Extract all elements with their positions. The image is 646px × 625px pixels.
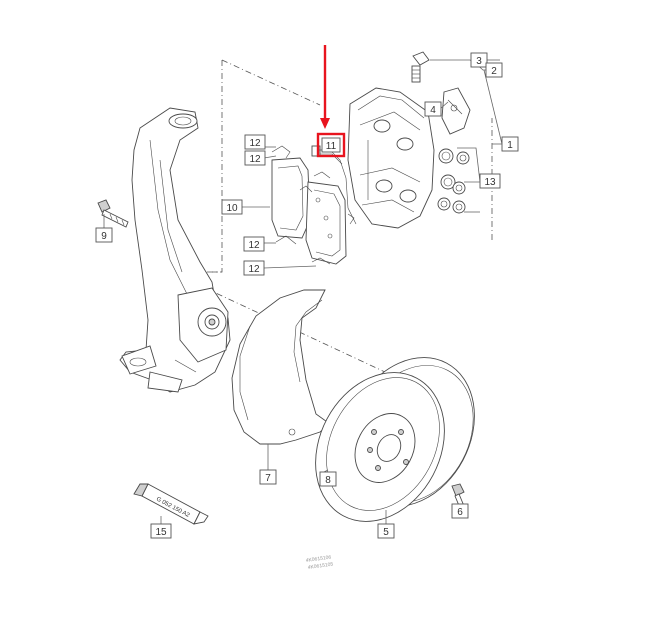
steering-knuckle [119, 107, 231, 393]
svg-text:15: 15 [155, 527, 167, 538]
callout-10: 10 [221, 199, 243, 215]
pad-spring-clips [271, 145, 355, 265]
svg-text:4: 4 [430, 105, 436, 116]
brake-caliper [347, 87, 435, 229]
svg-text:3: 3 [476, 56, 482, 67]
callout-12-c: 12 [243, 236, 265, 252]
watermark: 4K0615106 4K0615105 [305, 554, 333, 571]
svg-text:2: 2 [491, 66, 497, 77]
callout-12-a: 12 [244, 134, 266, 150]
callout-5: 5 [377, 523, 395, 539]
callout-11: 11 [321, 137, 341, 153]
watermark-line-2: 4K0615105 [307, 561, 333, 571]
svg-text:1: 1 [507, 140, 513, 151]
callout-1: 1 [501, 136, 519, 152]
svg-text:5: 5 [383, 527, 389, 538]
brake-disc [315, 357, 475, 522]
callout-15: 15 [150, 523, 172, 539]
svg-text:6: 6 [457, 507, 463, 518]
highlight-callout-11 [316, 132, 346, 158]
callout-7: 7 [259, 469, 277, 485]
svg-text:12: 12 [249, 138, 261, 149]
bleeder-screw [411, 51, 430, 83]
svg-text:12: 12 [248, 240, 260, 251]
arrow-down-icon [320, 45, 330, 129]
svg-text:10: 10 [226, 203, 238, 214]
caliper-bracket-4 [441, 87, 471, 135]
callout-4: 4 [424, 101, 442, 117]
svg-text:7: 7 [265, 473, 271, 484]
callout-8: 8 [319, 471, 337, 487]
callout-12-d: 12 [243, 260, 265, 276]
callout-12-b: 12 [244, 150, 266, 166]
svg-text:9: 9 [101, 231, 107, 242]
grease-tube: G 052 150 A2 [133, 483, 209, 525]
svg-text:11: 11 [326, 141, 337, 152]
bolt-9 [97, 199, 129, 228]
watermark-line-1: 4K0615106 [305, 554, 331, 564]
svg-text:12: 12 [249, 154, 261, 165]
callout-3: 3 [470, 52, 488, 68]
callout-9: 9 [95, 227, 113, 243]
callout-13: 13 [479, 173, 501, 189]
brake-pad-inner [305, 181, 347, 265]
svg-text:13: 13 [484, 177, 496, 188]
piston-seal-kit [437, 148, 470, 214]
brake-pad-outer [271, 157, 311, 239]
svg-text:8: 8 [325, 475, 331, 486]
svg-text:12: 12 [248, 264, 260, 275]
callout-2: 2 [485, 62, 503, 78]
splash-shield [231, 289, 331, 445]
callout-6: 6 [451, 503, 469, 519]
